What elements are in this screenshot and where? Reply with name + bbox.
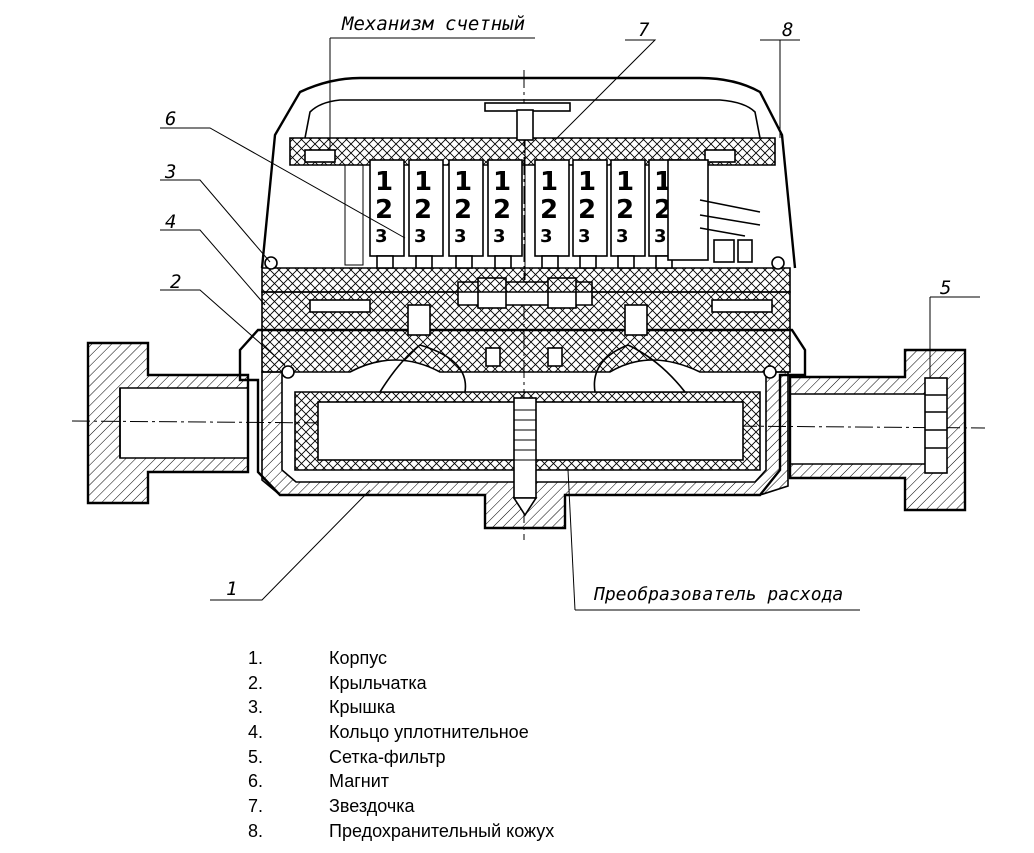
leader-lines <box>160 37 980 611</box>
filter-mesh <box>924 377 948 474</box>
counter-digit: 1 <box>414 167 432 197</box>
counter-digit: 1 <box>493 167 511 197</box>
counter-drum <box>408 159 444 257</box>
counter-digit: 3 <box>375 226 388 247</box>
parts-legend: 1. Корпус 2. Крыльчатка 3. Крышка 4. Кол… <box>248 647 768 845</box>
counter-drum <box>369 159 405 257</box>
counter-digit: 3 <box>578 226 591 247</box>
counter-digit: 3 <box>414 226 427 247</box>
callout-5: 5 <box>940 277 951 299</box>
drum-gear <box>579 255 597 269</box>
legend-number: 3. <box>248 697 264 718</box>
callout-8: 8 <box>782 19 793 41</box>
legend-number: 5. <box>248 746 264 767</box>
counter-drum <box>534 159 570 257</box>
legend-text: Крыльчатка <box>329 672 427 693</box>
right-pipe-connector <box>788 348 967 512</box>
callout-3: 3 <box>164 161 176 183</box>
legend-text: Предохранительный кожух <box>329 820 555 841</box>
drum-gear <box>455 255 473 269</box>
counter-digit: 2 <box>375 195 393 225</box>
cover-plate <box>261 137 791 293</box>
drum-gear <box>494 255 512 269</box>
legend-item: 3. Крышка <box>248 696 768 721</box>
counter-digit: 3 <box>540 226 553 247</box>
counter-digit: 2 <box>454 195 472 225</box>
protective-hood <box>260 76 797 269</box>
counter-digit: 1 <box>578 167 596 197</box>
legend-item: 2. Крыльчатка <box>248 672 768 697</box>
counter-digit: 2 <box>493 195 511 225</box>
callout-converter: Преобразователь расхода <box>593 584 843 605</box>
legend-item: 8. Предохранительный кожух <box>248 820 768 845</box>
meter-housing <box>238 328 807 530</box>
callout-4: 4 <box>165 211 176 233</box>
drum-gear <box>415 255 433 269</box>
legend-text: Магнит <box>329 771 390 792</box>
counter-digit: 1 <box>616 167 634 197</box>
legend-text: Сетка-фильтр <box>329 746 446 767</box>
star-wheel <box>516 109 534 280</box>
callout-mechanism: Механизм счетный <box>341 13 525 35</box>
callout-6: 6 <box>165 108 176 130</box>
pipe-axis-line <box>71 420 986 429</box>
legend-number: 8. <box>248 820 264 841</box>
counter-digit: 3 <box>493 226 506 247</box>
drum-gear <box>617 255 635 269</box>
legend-text: Кольцо уплотнительное <box>329 722 529 743</box>
drum-gear <box>541 255 559 269</box>
legend-item: 7. Звездочка <box>248 795 768 820</box>
legend-number: 4. <box>248 722 264 743</box>
legend-number: 6. <box>248 771 264 792</box>
counter-digit: 1 <box>540 167 558 197</box>
legend-item: 1. Корпус <box>248 647 768 672</box>
counter-drum <box>572 159 608 257</box>
sealing-ring <box>264 256 785 379</box>
counter-digit: 2 <box>616 195 634 225</box>
legend-text: Звездочка <box>329 796 415 817</box>
legend-number: 1. <box>248 648 264 668</box>
legend-text: Крышка <box>329 697 396 718</box>
counter-digit: 3 <box>454 226 467 247</box>
drum-gear <box>376 255 394 269</box>
counter-digit: 3 <box>616 226 629 247</box>
central-shaft <box>512 397 538 517</box>
counter-digit: 1 <box>375 167 393 197</box>
callout-2: 2 <box>170 271 181 293</box>
counter-drum <box>610 159 646 257</box>
legend-item: 4. Кольцо уплотнительное <box>248 721 768 746</box>
counter-digit: 1 <box>454 167 472 197</box>
counter-digit: 2 <box>540 195 558 225</box>
counter-digit: 2 <box>414 195 432 225</box>
legend-item: 5. Сетка-фильтр <box>248 746 768 771</box>
callout-1: 1 <box>226 578 237 600</box>
legend-item: 6. Магнит <box>248 770 768 795</box>
counter-digit: 2 <box>578 195 596 225</box>
callout-7: 7 <box>638 19 650 41</box>
left-pipe-connector <box>86 341 250 505</box>
legend-text: Корпус <box>329 648 388 668</box>
legend-number: 7. <box>248 796 264 817</box>
legend-number: 2. <box>248 672 264 693</box>
counter-digit: 3 <box>654 226 667 247</box>
